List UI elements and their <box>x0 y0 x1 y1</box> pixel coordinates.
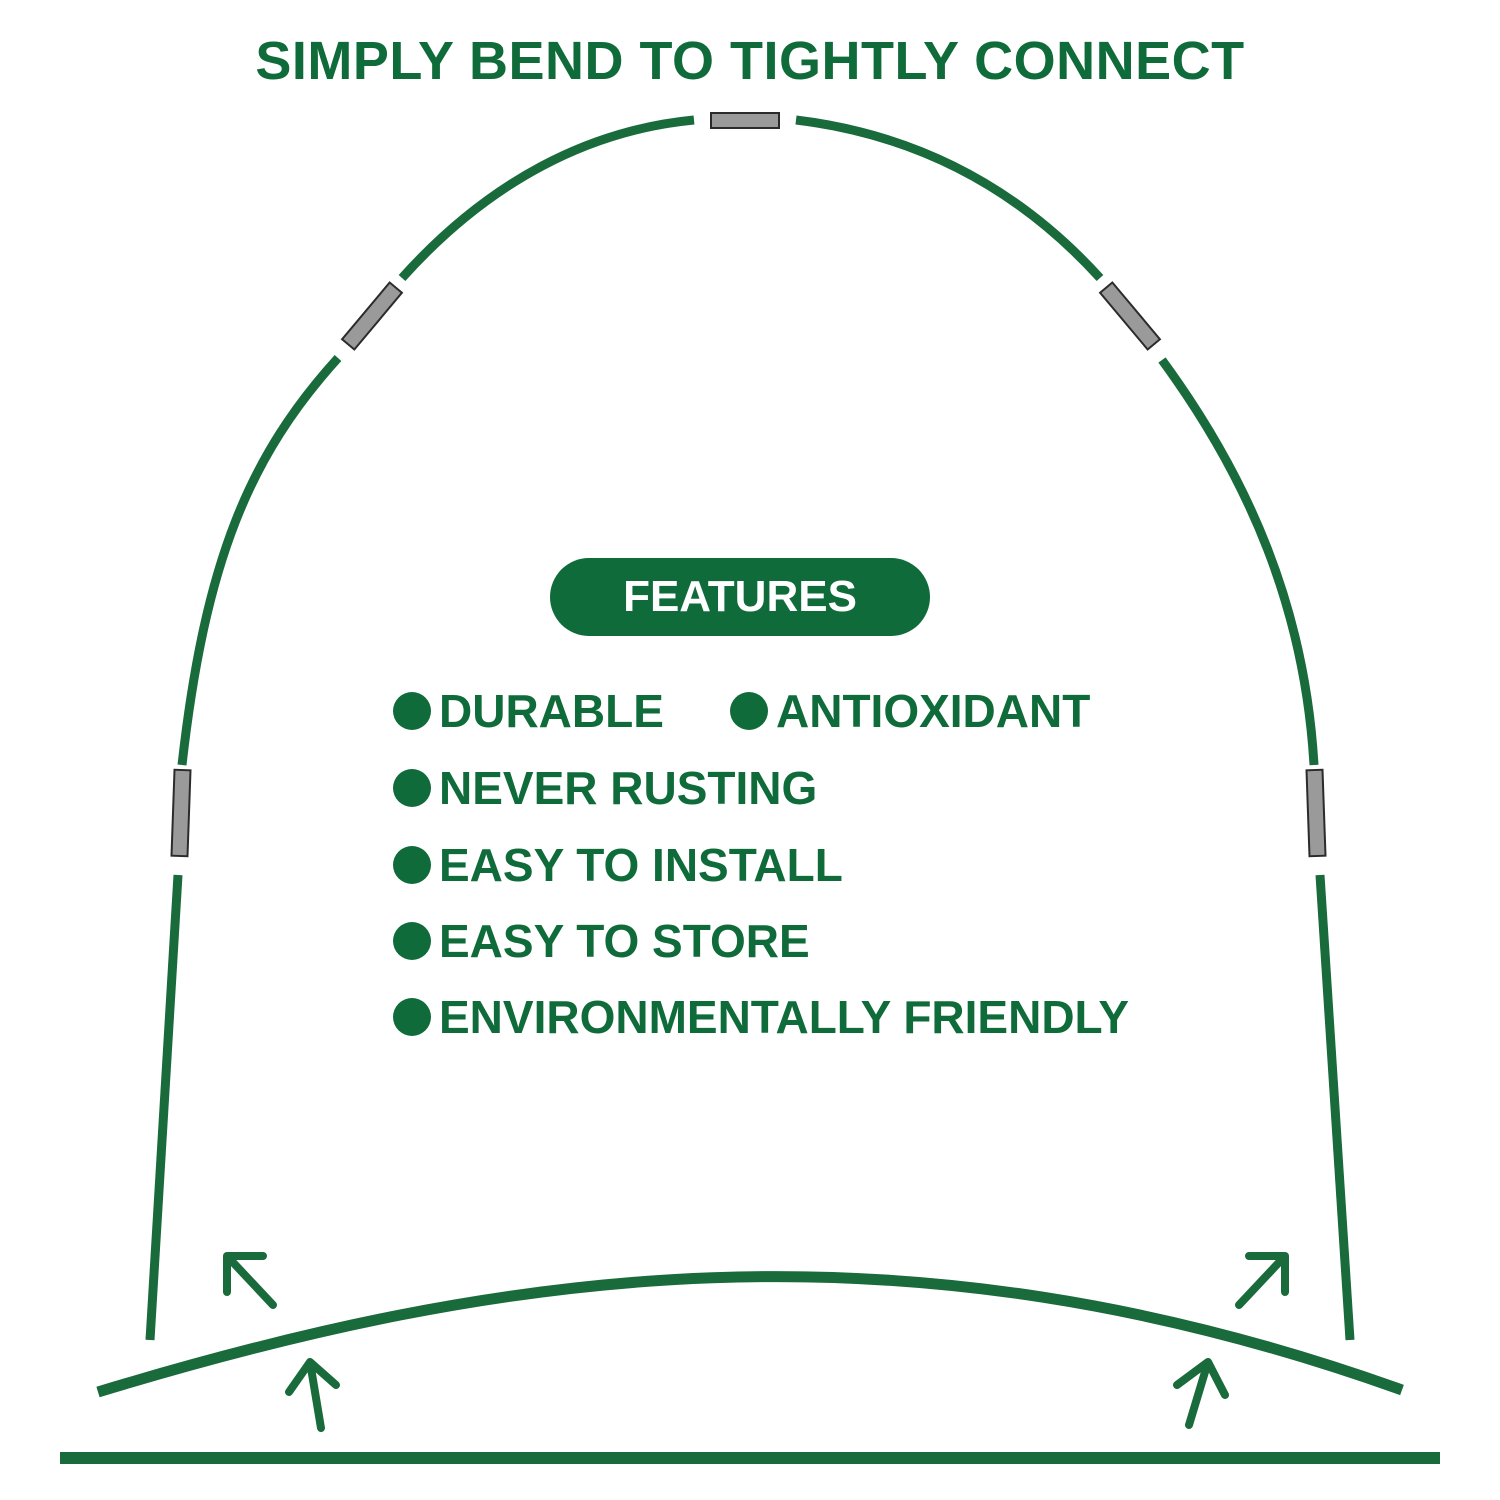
hoop-top-left-arc <box>398 115 695 282</box>
connector-right <box>1305 768 1327 858</box>
hoop-left-leg <box>145 874 183 1341</box>
feature-eco-friendly: ENVIRONMENTALLY FRIENDLY <box>393 990 1129 1044</box>
feature-label: ENVIRONMENTALLY FRIENDLY <box>439 991 1130 1043</box>
connector-left <box>170 768 192 858</box>
hoop-right-arc <box>1158 357 1319 766</box>
bullet-icon <box>393 922 431 960</box>
features-badge-label: FEATURES <box>623 572 857 621</box>
connector-upper-left <box>340 281 404 351</box>
arrow-up-icon <box>1235 1252 1289 1309</box>
feature-easy-store: EASY TO STORE <box>393 914 810 968</box>
feature-label: NEVER RUSTING <box>439 762 818 814</box>
feature-never-rusting: NEVER RUSTING <box>393 761 817 815</box>
connector-upper-right <box>1098 281 1162 351</box>
hoop-top-right-arc <box>795 115 1104 282</box>
arrow-up-icon <box>285 1358 340 1432</box>
headline: SIMPLY BEND TO TIGHTLY CONNECT <box>255 31 1245 91</box>
hoop-right-leg <box>1315 874 1355 1341</box>
bullet-icon <box>730 692 768 730</box>
bent-pole <box>96 1271 1404 1398</box>
bullet-icon <box>393 998 431 1036</box>
feature-easy-install: EASY TO INSTALL <box>393 838 843 892</box>
bullet-icon <box>393 769 431 807</box>
feature-label: DURABLE <box>439 685 664 737</box>
bullet-icon <box>393 846 431 884</box>
feature-label: EASY TO INSTALL <box>439 839 843 891</box>
feature-durable: DURABLE <box>393 684 664 738</box>
features-badge: FEATURES <box>550 558 930 636</box>
bullet-icon <box>393 692 431 730</box>
connector-top <box>710 112 780 129</box>
feature-label: ANTIOXIDANT <box>776 685 1091 737</box>
arrow-up-icon <box>223 1252 277 1309</box>
hoop-left-arc <box>177 354 342 766</box>
feature-antioxidant: ANTIOXIDANT <box>730 684 1090 738</box>
feature-label: EASY TO STORE <box>439 915 810 967</box>
arrow-up-icon <box>1173 1358 1229 1429</box>
